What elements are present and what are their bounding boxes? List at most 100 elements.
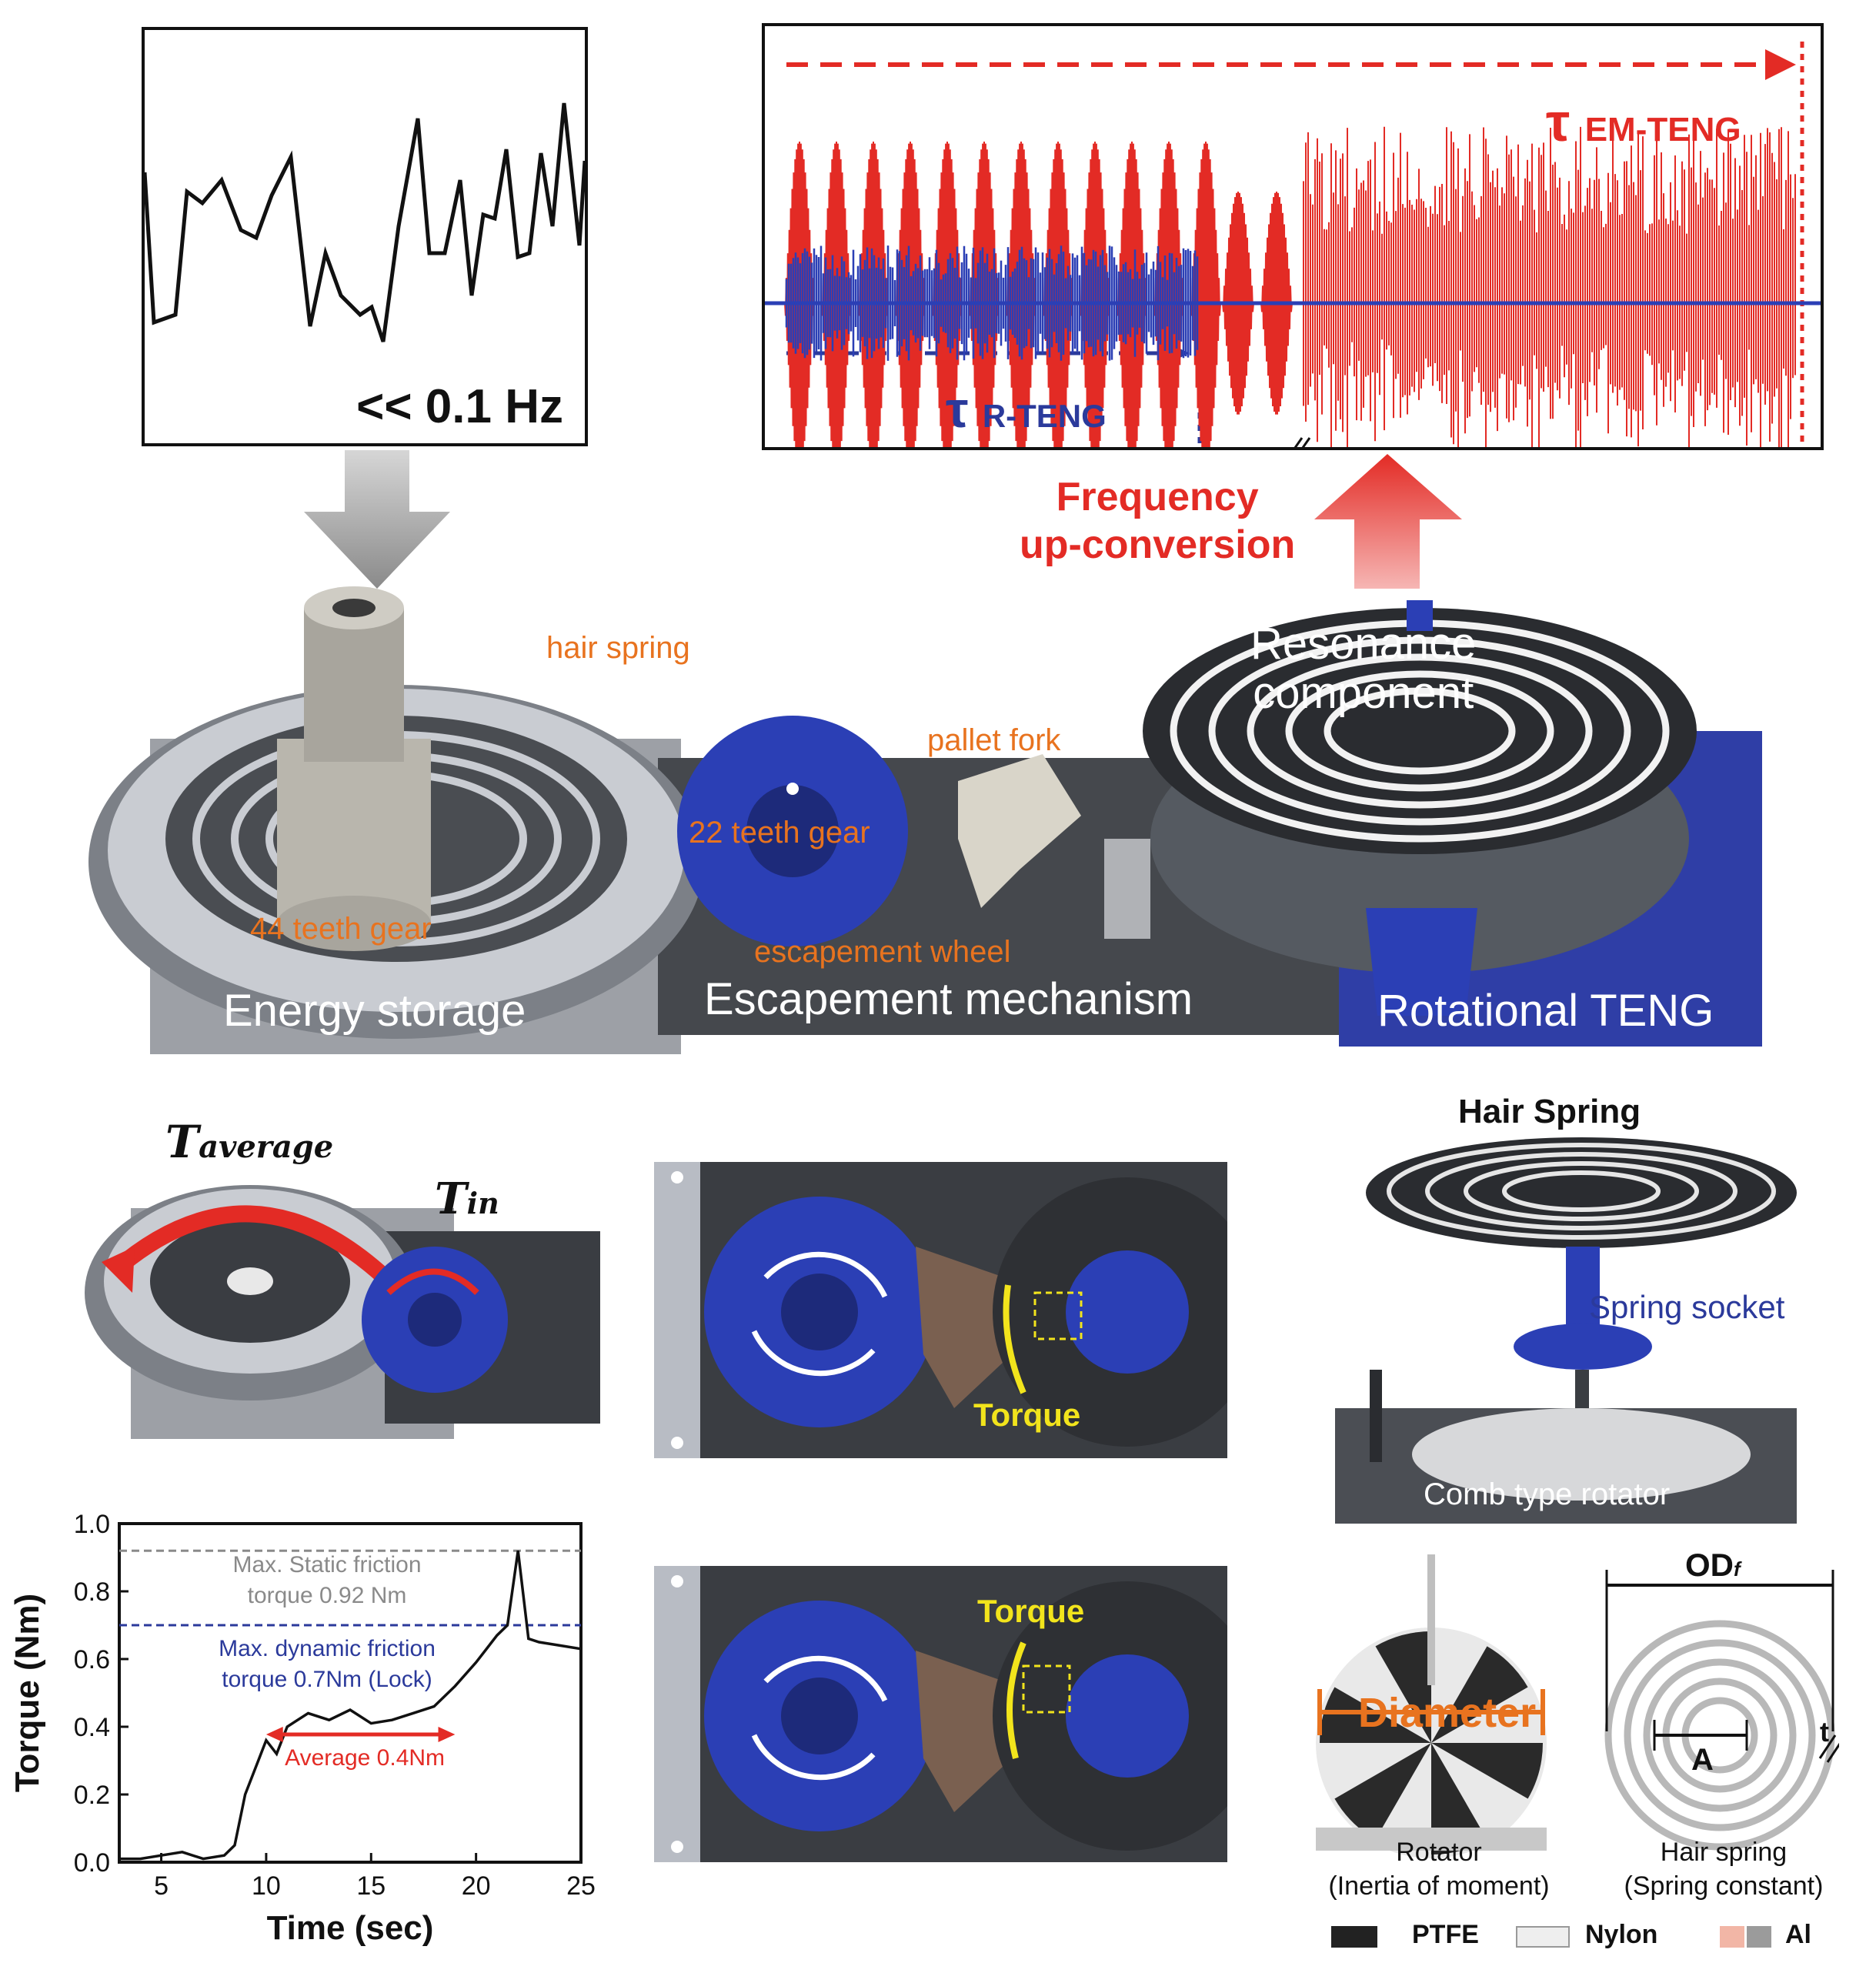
resonance-line1: Resonance bbox=[1250, 619, 1477, 669]
legend-nylon: Nylon bbox=[1585, 1920, 1658, 1949]
y-axis-label: Torque (Nm) bbox=[8, 1594, 46, 1792]
frequency-upconversion-label: Frequency up-conversion bbox=[1020, 473, 1295, 569]
y-tick-label: 0.2 bbox=[74, 1781, 110, 1810]
pallet-fork bbox=[958, 754, 1150, 939]
hair-spring-title: Hair Spring bbox=[1458, 1093, 1641, 1130]
escapement-mechanism-label: Escapement mechanism bbox=[704, 974, 1193, 1024]
rotator-ptfe-segment bbox=[1431, 1743, 1543, 1799]
hair-spring-assembly-shapes bbox=[1335, 1137, 1797, 1524]
t-label: t bbox=[1820, 1716, 1829, 1748]
red-dense-signal bbox=[1303, 126, 1796, 475]
y-tick-label: 0.8 bbox=[74, 1577, 110, 1607]
escapement-view-1: Torque bbox=[654, 1162, 1262, 1458]
t-in-symbol: T bbox=[435, 1173, 467, 1224]
legend-ptfe: PTFE bbox=[1412, 1920, 1479, 1949]
frequency-label-line1: Frequency bbox=[1056, 475, 1259, 519]
random-signal-plot bbox=[142, 102, 587, 342]
ptfe-swatch bbox=[1331, 1926, 1377, 1948]
down-arrow bbox=[304, 450, 450, 589]
gear-44-label: 44 teeth gear bbox=[250, 912, 432, 946]
device-rendering: hair spring pallet fork 22 teeth gear 44… bbox=[58, 585, 1781, 1062]
storage-shaft bbox=[277, 586, 431, 951]
rotator-ptfe-segment bbox=[1431, 1743, 1487, 1854]
t-average-symbol: T bbox=[165, 1116, 199, 1168]
comb-rotator-label: Comb type rotator bbox=[1424, 1477, 1671, 1511]
rotator-caption-line2: (Inertia of moment) bbox=[1328, 1871, 1550, 1901]
al-swatch-grey bbox=[1747, 1926, 1771, 1948]
rotator-ptfe-segment bbox=[1334, 1743, 1431, 1840]
escapement-view-2-shapes bbox=[654, 1566, 1262, 1862]
torque-label-2: Torque bbox=[977, 1593, 1085, 1629]
y-tick-label: 0.0 bbox=[74, 1848, 110, 1878]
geometry-panel: Diameter ODf A t Rotator (Inertia of mom… bbox=[1316, 1539, 1844, 1962]
waveform-plot bbox=[765, 42, 1821, 475]
average-arrowhead-left bbox=[265, 1727, 283, 1742]
chart-frame bbox=[118, 1522, 582, 1864]
t-in-subscript: in bbox=[466, 1186, 499, 1220]
x-tick-label: 10 bbox=[252, 1871, 281, 1901]
average-arrowhead-right bbox=[438, 1727, 456, 1742]
t-in-label: Tin bbox=[435, 1173, 499, 1224]
resonance-line2: component bbox=[1253, 668, 1474, 718]
x-tick-label: 25 bbox=[566, 1871, 596, 1901]
torque-series-line bbox=[119, 1550, 582, 1861]
tau-em-subscript: EM-TENG bbox=[1584, 111, 1741, 149]
tau-r-label: τ R-TENG bbox=[946, 380, 1107, 439]
x-tick-label: 15 bbox=[356, 1871, 386, 1901]
x-tick-label: 5 bbox=[154, 1871, 169, 1901]
x-axis-label: Time (sec) bbox=[267, 1909, 434, 1947]
diameter-label: Diameter bbox=[1358, 1690, 1537, 1736]
resonance-hair-spring bbox=[1143, 600, 1697, 1016]
reference-label: Max. Static friction bbox=[232, 1552, 421, 1577]
red-burst bbox=[1190, 141, 1221, 465]
y-tick-label: 0.4 bbox=[74, 1713, 110, 1742]
spring-socket-label: Spring socket bbox=[1589, 1289, 1785, 1325]
gear-22-label: 22 teeth gear bbox=[689, 816, 870, 850]
geometry-shapes bbox=[1316, 1554, 1844, 1858]
hairspring-caption: Hair spring (Spring constant) bbox=[1612, 1835, 1835, 1903]
rotator-caption-line1: Rotator bbox=[1396, 1838, 1482, 1867]
escapement-wheel-label: escapement wheel bbox=[754, 935, 1011, 969]
torque-illustration: Taverage Tin bbox=[85, 1116, 600, 1439]
rotator-caption: Rotator (Inertia of moment) bbox=[1316, 1835, 1562, 1903]
legend-al: Al bbox=[1785, 1920, 1811, 1949]
y-tick-label: 1.0 bbox=[74, 1510, 110, 1539]
escapement-view-1-shapes bbox=[654, 1162, 1262, 1458]
material-legend: PTFE Nylon Al bbox=[1331, 1920, 1831, 1955]
tau-em-label: τ EM-TENG bbox=[1546, 92, 1741, 153]
od-subscript: f bbox=[1734, 1557, 1741, 1581]
frequency-label: << 0.1 Hz bbox=[356, 380, 563, 433]
od-symbol: OD bbox=[1685, 1547, 1734, 1583]
red-burst bbox=[1260, 191, 1293, 415]
t-average-label: Taverage bbox=[165, 1116, 333, 1168]
od-label: ODf bbox=[1685, 1547, 1741, 1584]
low-frequency-signal-panel: << 0.1 Hz bbox=[142, 27, 588, 446]
gear-22-teeth bbox=[677, 716, 908, 946]
red-burst bbox=[821, 141, 852, 465]
x-tick-label: 20 bbox=[462, 1871, 491, 1901]
tau-r-symbol: τ bbox=[946, 381, 969, 438]
reference-label: Max. dynamic friction bbox=[219, 1636, 436, 1661]
up-arrow bbox=[1314, 454, 1462, 589]
t-average-subscript: average bbox=[199, 1129, 334, 1165]
hair-spring-assembly: Hair Spring Spring socket Comb type rota… bbox=[1335, 1093, 1812, 1524]
resonance-label: Resonance component bbox=[1250, 619, 1476, 718]
average-label: Average 0.4Nm bbox=[285, 1745, 445, 1771]
hair-spring-label: hair spring bbox=[546, 631, 690, 665]
nylon-swatch bbox=[1516, 1926, 1570, 1948]
energy-storage-label: Energy storage bbox=[223, 986, 526, 1036]
hairspring-caption-line2: (Spring constant) bbox=[1624, 1871, 1824, 1901]
rotator-ptfe-segment bbox=[1320, 1687, 1431, 1743]
upconverted-signal-panel: τ EM-TENG τ R-TENG bbox=[762, 23, 1824, 475]
tau-em-symbol: τ bbox=[1546, 92, 1571, 152]
rotational-teng-label: Rotational TENG bbox=[1377, 986, 1714, 1036]
frequency-label-line2: up-conversion bbox=[1020, 522, 1296, 567]
reference-label: torque 0.7Nm (Lock) bbox=[222, 1667, 432, 1692]
device-shapes bbox=[88, 586, 1697, 1039]
y-tick-label: 0.6 bbox=[74, 1645, 110, 1674]
a-label: A bbox=[1691, 1743, 1714, 1777]
red-burst bbox=[1222, 191, 1254, 415]
hairspring-caption-line1: Hair spring bbox=[1660, 1838, 1788, 1867]
reference-label: torque 0.92 Nm bbox=[248, 1583, 407, 1608]
al-swatch-pink bbox=[1720, 1926, 1744, 1948]
